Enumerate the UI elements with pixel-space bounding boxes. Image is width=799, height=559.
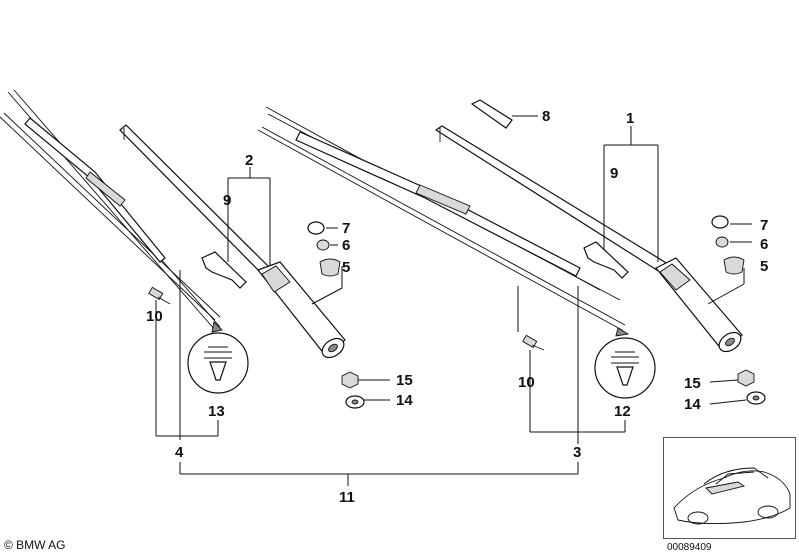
callout-15-left: 15 <box>396 372 413 389</box>
copyright-text: © BMW AG <box>4 538 66 552</box>
callout-6-right: 6 <box>760 236 768 253</box>
car-thumbnail-icon <box>673 467 791 525</box>
callout-10-left: 10 <box>146 308 163 325</box>
callout-8: 8 <box>542 108 550 125</box>
wiper-arm-right-icon <box>434 125 743 353</box>
nut-15-left-icon <box>341 371 359 389</box>
callout-7-left: 7 <box>342 220 350 237</box>
car-thumbnail <box>663 437 796 539</box>
clip-right-icon <box>583 241 629 279</box>
callout-7-right: 7 <box>760 217 768 234</box>
leader-lines <box>155 115 752 486</box>
cap-7-left-icon <box>307 221 325 235</box>
clip-left-icon <box>201 251 247 289</box>
callout-15-right: 15 <box>684 375 701 392</box>
callout-4: 4 <box>175 444 184 461</box>
callout-3: 3 <box>573 444 581 461</box>
callout-11: 11 <box>339 489 355 506</box>
callout-1: 1 <box>626 110 634 127</box>
callout-9-right: 9 <box>610 165 618 182</box>
cover-5-right-icon <box>723 256 745 275</box>
wiper-blade-right-icon <box>257 106 630 337</box>
callout-10-right: 10 <box>518 374 535 391</box>
callout-9-left: 9 <box>223 192 231 209</box>
wiper-blade-left-icon <box>0 89 223 333</box>
callout-14-right: 14 <box>684 396 701 413</box>
callout-14-left: 14 <box>396 392 413 409</box>
wiper-arm-left-icon <box>119 124 346 359</box>
callout-5-left: 5 <box>342 259 350 276</box>
screw-10-left-icon <box>148 286 171 305</box>
label-sticker-13-icon <box>187 332 249 394</box>
callout-2: 2 <box>245 152 253 169</box>
callout-6-left: 6 <box>342 237 350 254</box>
screw-10-right-icon <box>522 334 545 351</box>
callout-12: 12 <box>614 403 631 420</box>
nut-6-right-icon <box>715 236 729 248</box>
callout-5-right: 5 <box>760 258 768 275</box>
callout-13: 13 <box>208 403 225 420</box>
nut-6-left-icon <box>316 239 330 251</box>
document-number: 00089409 <box>667 542 712 553</box>
cover-5-left-icon <box>319 258 341 277</box>
nut-15-right-icon <box>737 369 755 387</box>
label-sticker-12-icon <box>594 337 656 399</box>
cap-7-right-icon <box>711 215 729 229</box>
insert-part-8-icon <box>470 99 513 129</box>
